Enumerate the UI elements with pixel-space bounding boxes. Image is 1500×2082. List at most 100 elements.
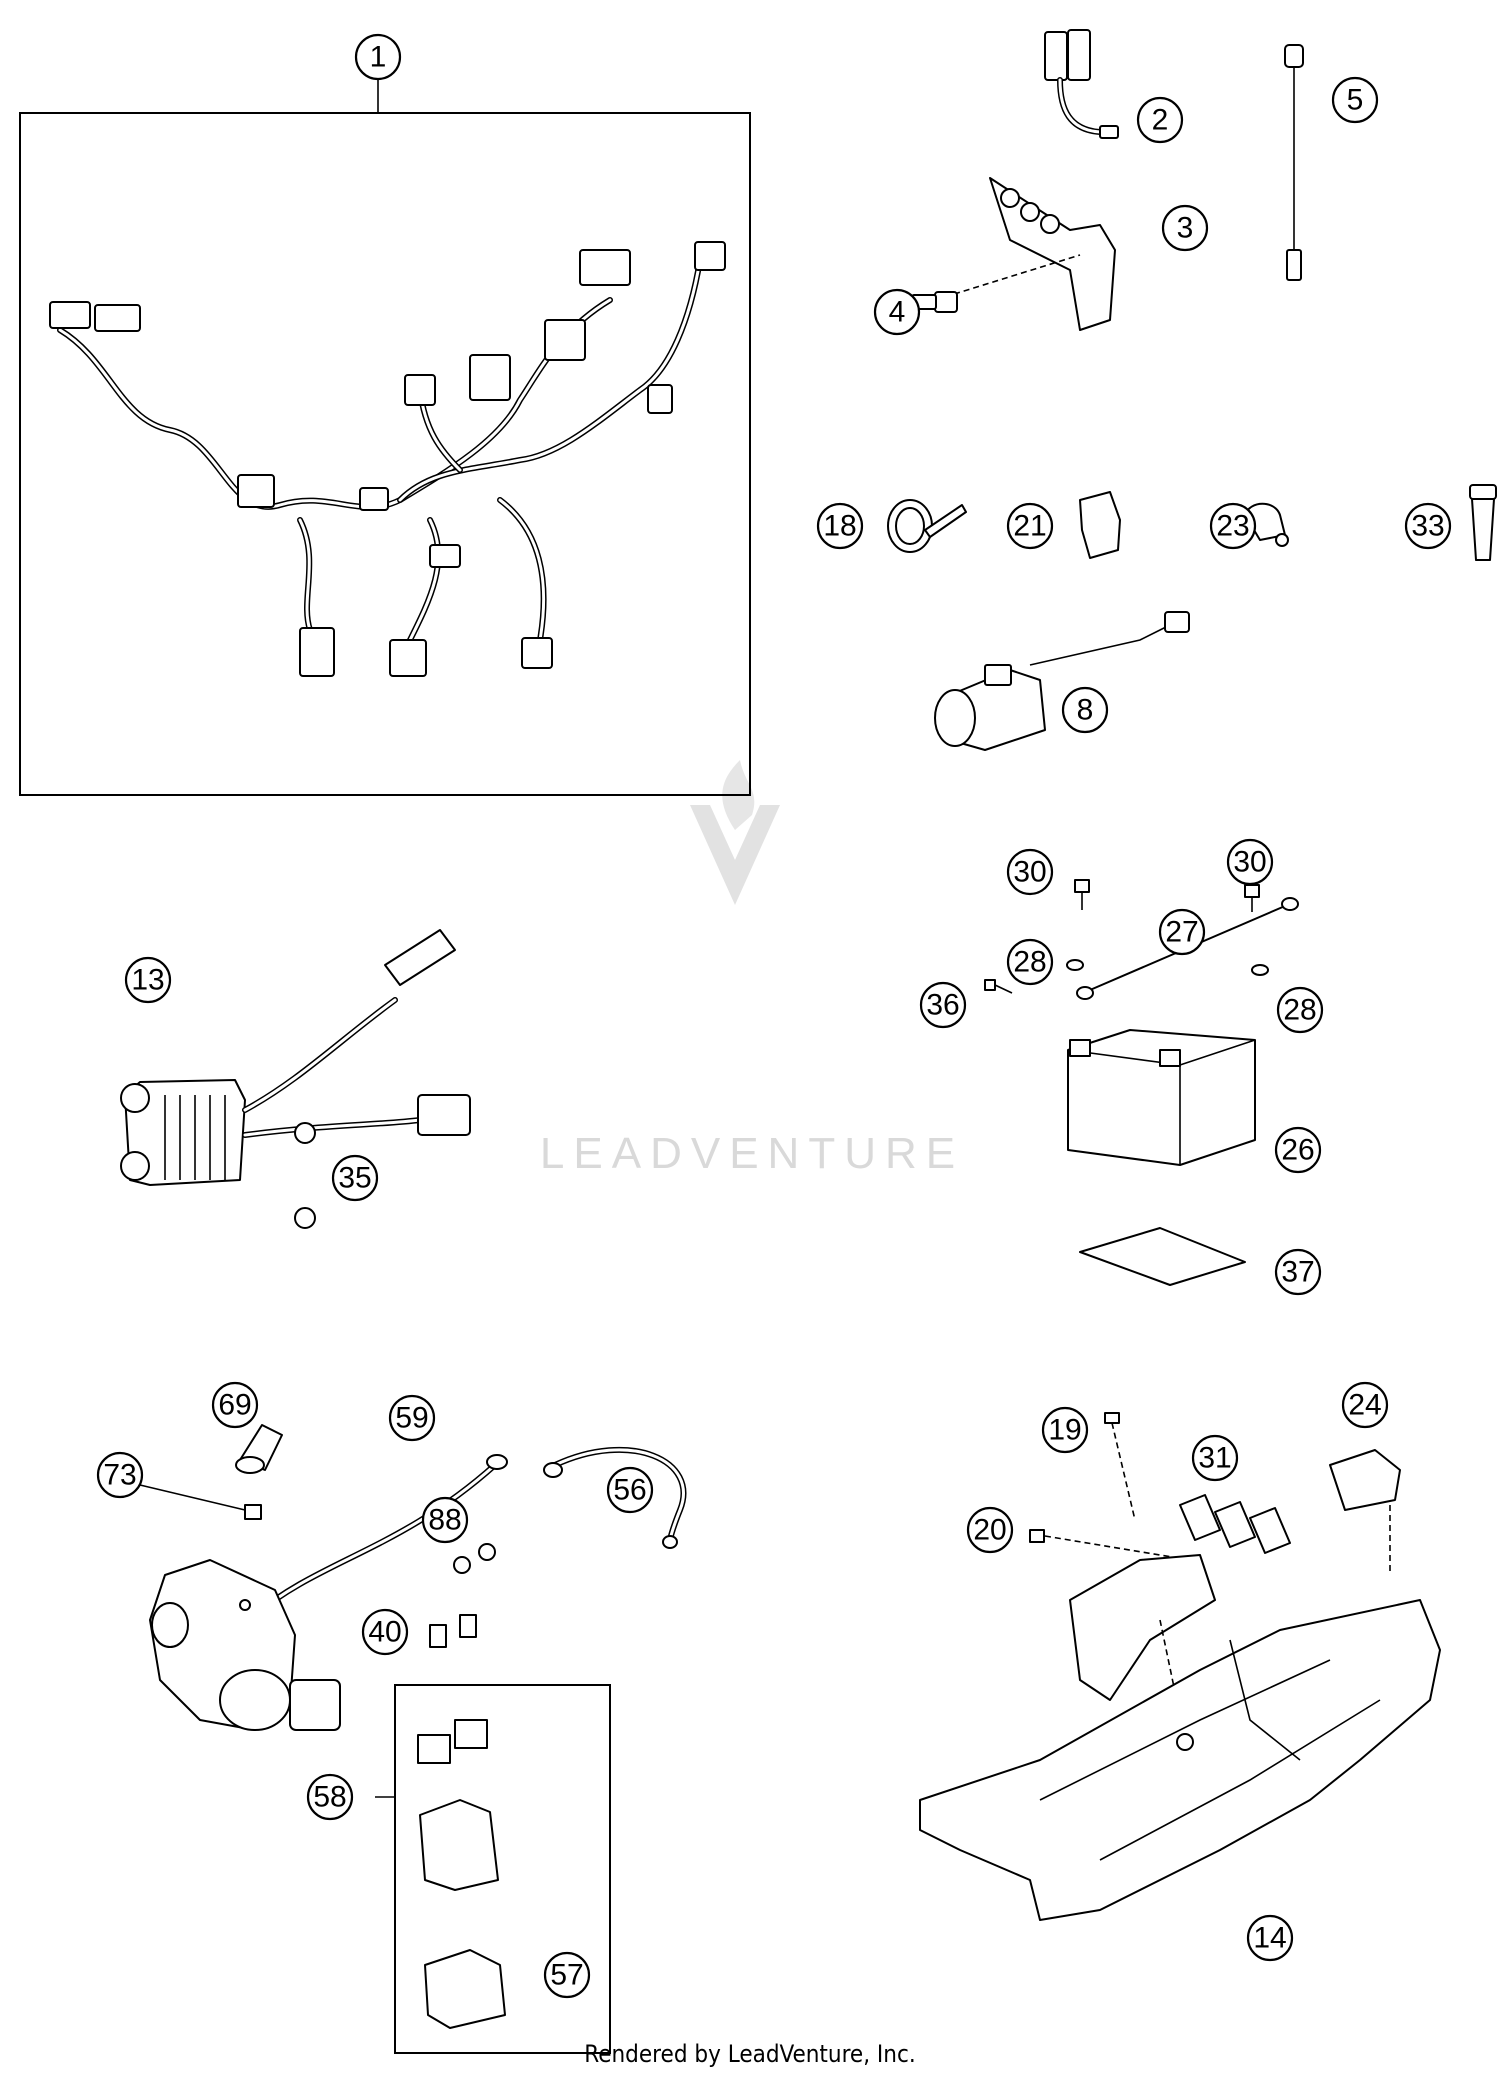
relay-caps[interactable]	[417, 1719, 488, 1764]
fuses-40[interactable]	[429, 1614, 477, 1648]
callout-13: 13	[124, 956, 172, 1004]
svg-text:57: 57	[550, 1959, 583, 1992]
screw-19[interactable]	[1104, 1412, 1136, 1521]
socket-24[interactable]	[1329, 1449, 1401, 1575]
callout-58: 58	[306, 1773, 354, 1821]
svg-text:23: 23	[1216, 510, 1249, 543]
callout-36: 36	[919, 981, 967, 1029]
svg-text:58: 58	[313, 1781, 346, 1814]
battery-washer-28b[interactable]	[1251, 964, 1269, 976]
svg-text:73: 73	[103, 1459, 136, 1492]
relay-part[interactable]	[934, 611, 1190, 751]
socket-part[interactable]	[1044, 29, 1119, 139]
svg-text:88: 88	[428, 1504, 461, 1537]
callout-14: 14	[1246, 1914, 1294, 1962]
callout-37: 37	[1274, 1248, 1322, 1296]
battery-pad-37[interactable]	[1079, 1227, 1246, 1286]
svg-text:35: 35	[338, 1162, 371, 1195]
callout-20: 20	[966, 1506, 1014, 1554]
holder-part[interactable]	[934, 177, 1116, 331]
starter-cable-59[interactable]	[246, 1454, 508, 1625]
watermark: LEADVENTURE	[540, 760, 964, 1178]
nut-20[interactable]	[1029, 1529, 1191, 1561]
footer-credit: Rendered by LeadVenture, Inc.	[584, 2040, 916, 2068]
svg-text:27: 27	[1165, 916, 1198, 949]
callout-30b: 30	[1226, 838, 1274, 886]
callout-28a: 28	[1006, 938, 1054, 986]
svg-text:21: 21	[1013, 510, 1046, 543]
callout-18: 18	[816, 502, 864, 550]
callout-59: 59	[388, 1394, 436, 1442]
battery-holder-14[interactable]	[919, 1599, 1441, 1921]
callout-73: 73	[96, 1451, 144, 1499]
cap-69[interactable]	[235, 1424, 283, 1474]
bolts-88[interactable]	[453, 1543, 496, 1574]
relay-cover-57[interactable]	[424, 1949, 506, 2029]
callout-23: 23	[1209, 502, 1257, 550]
callout-28b: 28	[1276, 986, 1324, 1034]
svg-text:18: 18	[823, 510, 856, 543]
svg-text:24: 24	[1348, 1389, 1381, 1422]
svg-text:30: 30	[1233, 846, 1266, 879]
callout-3: 3	[1161, 204, 1209, 252]
starter-motor-part[interactable]	[149, 1559, 341, 1731]
battery-screw-30a[interactable]	[1074, 879, 1090, 910]
callout-26: 26	[1274, 1126, 1322, 1174]
regulator-screws-part[interactable]	[294, 1122, 316, 1229]
starter-relay[interactable]	[419, 1799, 499, 1891]
callout-4: 4	[873, 288, 921, 336]
svg-text:14: 14	[1253, 1922, 1286, 1955]
svg-text:2: 2	[1152, 104, 1169, 137]
battery-holder-group	[919, 1412, 1441, 1921]
svg-text:33: 33	[1411, 510, 1444, 543]
callout-88: 88	[421, 1496, 469, 1544]
sensor-cable-part[interactable]	[1284, 44, 1304, 281]
starter-group	[149, 1424, 687, 2054]
callout-33: 33	[1404, 502, 1452, 550]
svg-text:37: 37	[1281, 1256, 1314, 1289]
svg-text:28: 28	[1013, 946, 1046, 979]
svg-text:20: 20	[973, 1514, 1006, 1547]
callout-57: 57	[543, 1951, 591, 1999]
svg-text:5: 5	[1347, 84, 1364, 117]
svg-text:31: 31	[1198, 1442, 1231, 1475]
svg-text:36: 36	[926, 989, 959, 1022]
svg-text:4: 4	[889, 296, 906, 329]
svg-text:69: 69	[218, 1389, 251, 1422]
svg-text:13: 13	[131, 964, 164, 997]
fuse-holder-part[interactable]	[1469, 484, 1497, 561]
relay-group-frame	[394, 1684, 611, 2054]
callout-35: 35	[331, 1154, 379, 1202]
svg-text:59: 59	[395, 1402, 428, 1435]
callout-56: 56	[606, 1466, 654, 1514]
svg-text:26: 26	[1281, 1134, 1314, 1167]
battery-bolt-36[interactable]	[984, 979, 1013, 994]
callout-8: 8	[1061, 686, 1109, 734]
callout-40: 40	[361, 1608, 409, 1656]
callout-30a: 30	[1006, 848, 1054, 896]
svg-text:40: 40	[368, 1616, 401, 1649]
relay-group-58	[375, 1684, 611, 2054]
callout-21: 21	[1006, 502, 1054, 550]
callout-19: 19	[1041, 1406, 1089, 1454]
svg-text:1: 1	[370, 41, 387, 74]
svg-text:30: 30	[1013, 856, 1046, 889]
holder-31[interactable]	[1069, 1494, 1291, 1701]
nut-73[interactable]	[244, 1504, 262, 1520]
callout-69: 69	[211, 1381, 259, 1429]
callout-31: 31	[1191, 1434, 1239, 1482]
battery-group	[984, 879, 1299, 1286]
cable-56[interactable]	[543, 1447, 687, 1549]
voltage-regulator-part[interactable]	[120, 929, 471, 1186]
svg-text:3: 3	[1177, 212, 1194, 245]
watermark-text: LEADVENTURE	[540, 1129, 964, 1178]
battery-screw-30b[interactable]	[1244, 884, 1260, 912]
callout-5: 5	[1331, 76, 1379, 124]
cable-tie-part[interactable]	[887, 499, 967, 553]
battery-26[interactable]	[1067, 1029, 1256, 1166]
cap-part[interactable]	[1079, 491, 1121, 559]
wiring-harness-part[interactable]	[49, 241, 726, 677]
wiring-harness-group	[19, 80, 751, 796]
battery-washer-28a[interactable]	[1066, 959, 1084, 971]
